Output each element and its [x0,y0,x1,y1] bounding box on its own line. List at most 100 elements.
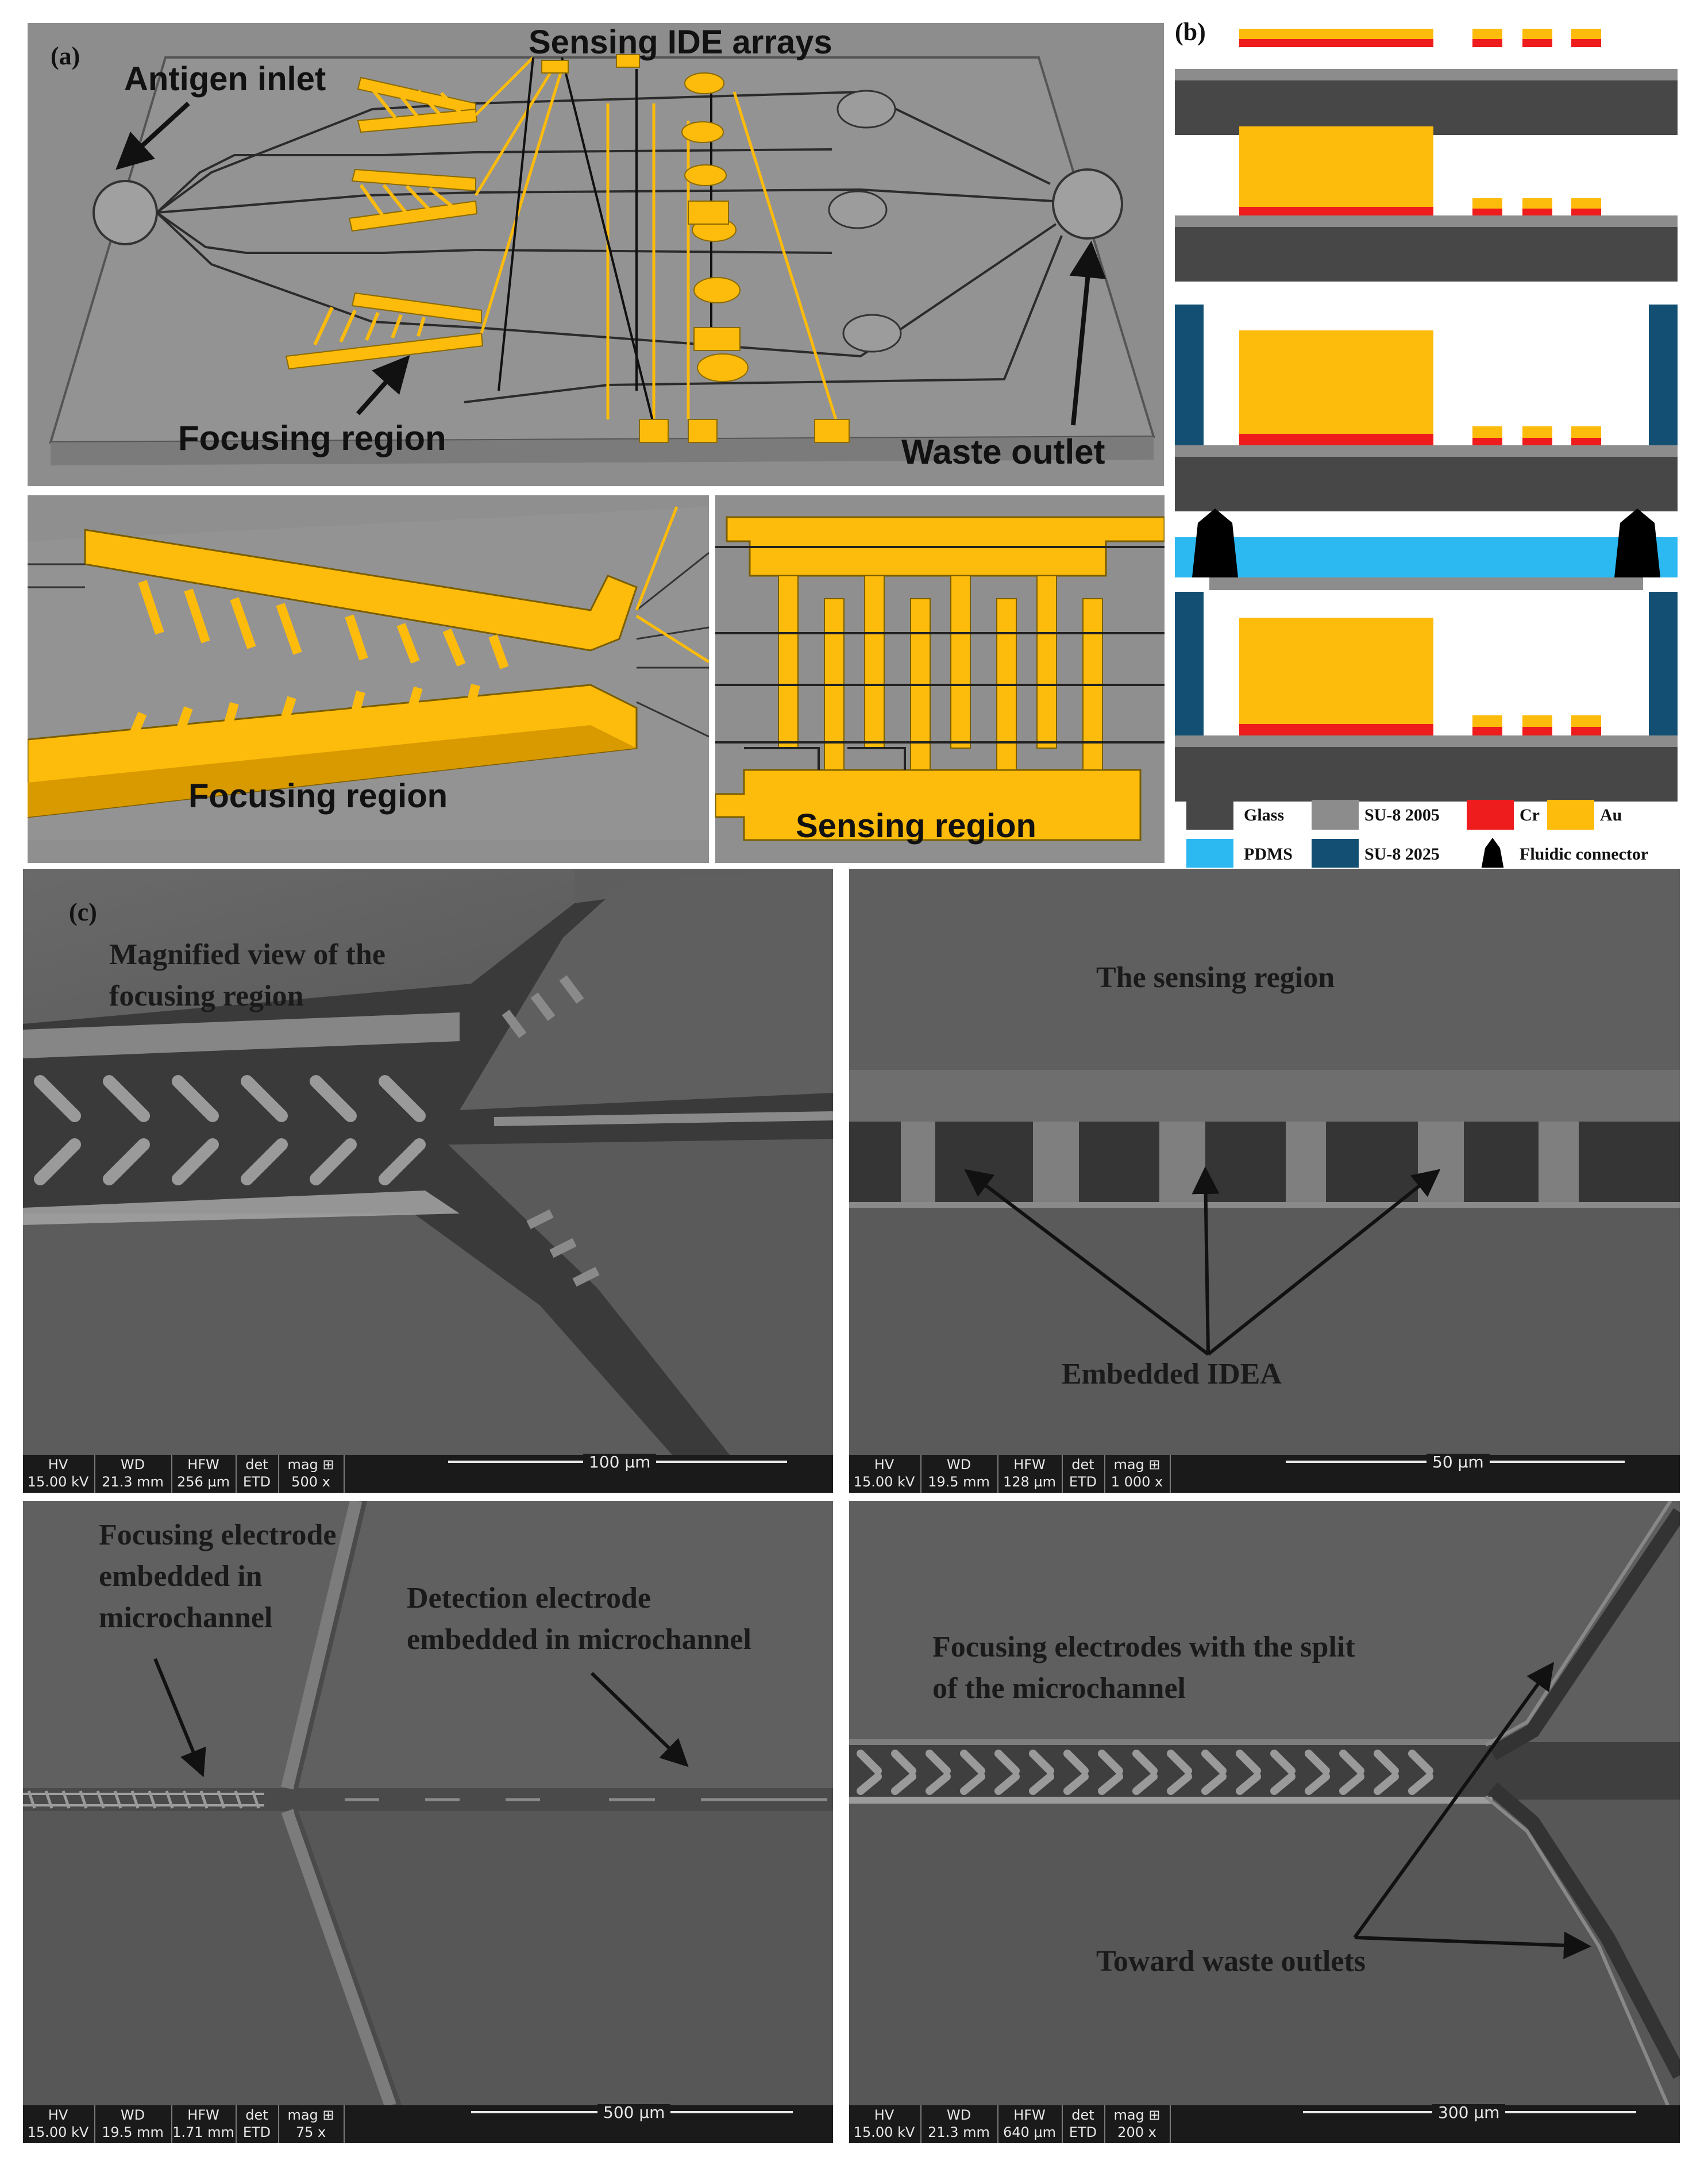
sem3-drawing [23,1501,833,2105]
sem3-focus-line1: Focusing electrode [99,1519,337,1551]
panel-a-label: (a) [51,42,80,70]
sem3-det-value: ETD [242,2124,271,2140]
sem4-mag-value: 200 x [1117,2124,1156,2140]
sem4-det-value: ETD [1069,2124,1097,2140]
sem4-arrows [1353,1662,1591,1959]
sem2-det-value: ETD [1069,1474,1097,1490]
sem3-wd-value: 19.5 mm [102,2124,164,2140]
sem1-hv-header: HV [48,1457,68,1473]
sensing-zoom-label: Sensing region [796,807,1036,845]
sem3-focus-line2: embedded in [99,1560,263,1593]
sem4-info-bar: HV 15.00 kV WD 21.3 mm HFW 640 µm det ET… [849,2104,1680,2143]
sem3-mag-value: 75 x [295,2124,326,2140]
sem1-hv-value: 15.00 kV [27,1474,89,1490]
sem-image-focusing-region: (c) Magnified view of the focusing regio… [23,869,833,1493]
sem4-hv-header: HV [874,2107,895,2123]
legend-swatch-su8-2025 [1312,839,1359,868]
sem2-det-header: det [1071,1457,1094,1473]
chip-layout-drawing [49,54,1155,465]
sem2-info-bar: HV 15.00 kV WD 19.5 mm HFW 128 µm det ET… [849,1454,1680,1493]
sem3-scale-text: 500 µm [597,2104,671,2121]
sem3-det-header: det [245,2107,268,2123]
sem1-drawing [23,869,833,1455]
sem2-wd-value: 19.5 mm [928,1474,990,1490]
sem3-hfw-value: 1.71 mm [172,2124,234,2140]
sem2-arrows [964,1166,1441,1356]
legend-label-su8-2025: SU-8 2025 [1364,845,1440,864]
sem4-mag-header: mag ⊞ [1113,2107,1160,2123]
sem4-split-line2: of the microchannel [932,1672,1186,1705]
sem3-mag-header: mag ⊞ [287,2107,334,2123]
legend-label-su8-2005: SU-8 2005 [1364,806,1440,825]
sem2-annotation: Embedded IDEA [1062,1358,1282,1390]
legend-label-cr: Cr [1520,806,1540,825]
sem1-det-value: ETD [242,1474,271,1490]
sem2-mag-header: mag ⊞ [1113,1457,1160,1473]
sem3-hfw-header: HFW [187,2107,219,2123]
waste-outlet-label: Waste outlet [901,433,1105,471]
antigen-inlet-label: Antigen inlet [124,60,326,98]
sensing-ide-arrays-label: Sensing IDE arrays [529,24,832,61]
legend-swatch-au [1547,800,1594,830]
sem-image-channel-split: Focusing electrodes with the split of th… [849,1501,1680,2143]
panel-b-fabrication-steps: (b) Glass SU-8 2005 Cr Au PDMS SU-8 2025… [1175,17,1680,868]
sem1-caption-line1: Magnified view of the [109,938,385,971]
zoom-sensing-region: Sensing region [715,495,1165,863]
legend-label-fluidic-connector: Fluidic connector [1520,845,1649,864]
sem4-wd-value: 21.3 mm [928,2124,990,2140]
sem1-wd-value: 21.3 mm [102,1474,164,1490]
sem-image-electrodes-overview: Focusing electrode embedded in microchan… [23,1501,833,2143]
sem4-hv-value: 15.00 kV [853,2124,915,2140]
legend-swatch-pdms [1186,839,1233,868]
sem4-det-header: det [1071,2107,1094,2123]
sem-image-sensing-region: The sensing region Embedded IDEA HV 15.0… [849,869,1680,1493]
panel-c-label: (c) [69,898,97,926]
sem3-hv-header: HV [48,2107,68,2123]
fluidic-connector-icon [1481,838,1504,868]
sem3-detect-line1: Detection electrode [407,1582,651,1615]
sem4-split-line1: Focusing electrodes with the split [932,1631,1355,1663]
sem1-scale-text: 100 µm [583,1454,657,1471]
sem3-detect-line2: embedded in microchannel [407,1623,751,1656]
sem1-hfw-header: HFW [187,1457,219,1473]
sem1-info-bar: HV 15.00 kV WD 21.3 mm HFW 256 µm det ET… [23,1454,833,1493]
panel-a-chip-overview: (a) Antigen inlet Sensing IDE arrays Foc… [28,23,1164,486]
sem2-scale-text: 50 µm [1426,1454,1490,1471]
sem1-mag-value: 500 x [291,1474,330,1490]
sem3-wd-header: WD [120,2107,145,2123]
sem2-hv-value: 15.00 kV [853,1474,915,1490]
focusing-zoom-drawing [28,506,709,840]
fabrication-cross-sections [1175,29,1678,802]
sem2-hv-header: HV [874,1457,895,1473]
sem4-scale-text: 300 µm [1432,2104,1506,2121]
sem1-hfw-value: 256 µm [176,1474,230,1490]
zoom-focusing-region: Focusing region [28,495,709,863]
sem2-hfw-header: HFW [1013,1457,1046,1473]
sem2-wd-header: WD [946,1457,971,1473]
sem4-wd-header: WD [946,2107,971,2123]
sensing-zoom-drawing [715,516,1165,841]
sem1-mag-header: mag ⊞ [287,1457,334,1473]
sem4-hfw-value: 640 µm [1003,2124,1057,2140]
panel-b-label: (b) [1175,17,1206,47]
sem2-drawing [849,869,1680,1455]
focusing-zoom-label: Focusing region [188,777,448,815]
sem3-info-bar: HV 15.00 kV WD 19.5 mm HFW 1.71 mm det E… [23,2104,833,2143]
sem4-drawing [849,1501,1680,2105]
sem3-hv-value: 15.00 kV [27,2124,89,2140]
sem3-arrows [153,1658,689,1778]
legend-label-au: Au [1600,806,1622,825]
sem1-caption-line2: focusing region [109,980,304,1012]
legend-swatch-su8-2005 [1312,800,1359,830]
sem4-toward-label: Toward waste outlets [1096,1945,1366,1978]
sem4-hfw-header: HFW [1013,2107,1046,2123]
sem3-focus-line3: microchannel [99,1601,273,1634]
sem2-hfw-value: 128 µm [1003,1474,1057,1490]
legend-label-pdms: PDMS [1244,845,1293,864]
sem1-wd-header: WD [120,1457,145,1473]
legend-swatch-cr [1467,800,1514,830]
legend-label-glass: Glass [1244,806,1285,825]
panel-a-arrows [115,102,1106,426]
sem2-mag-value: 1 000 x [1111,1474,1163,1490]
outlet-port [1052,168,1123,240]
